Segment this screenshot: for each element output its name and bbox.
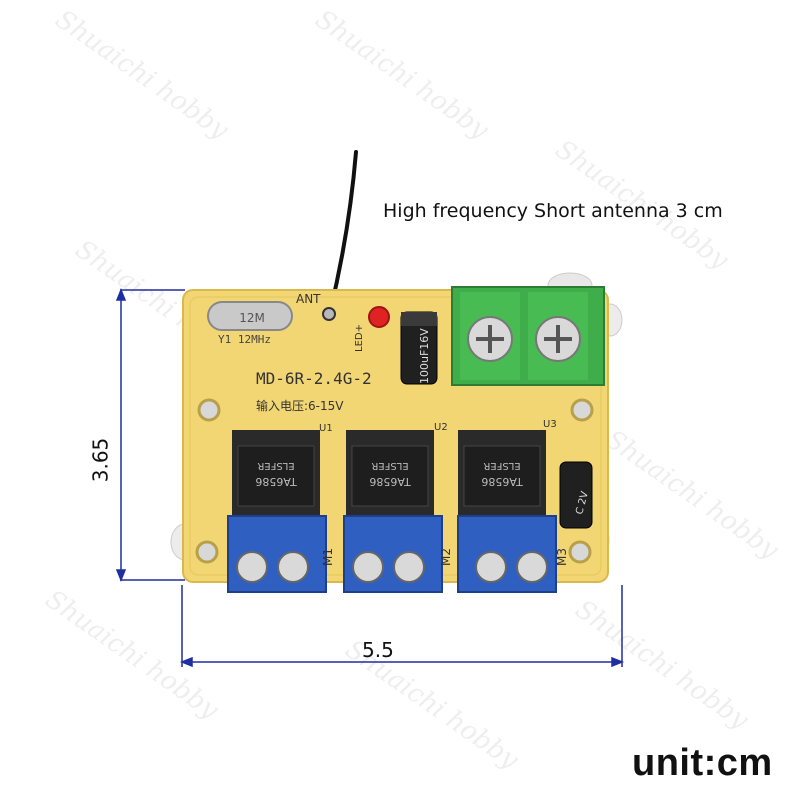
terminal-screw: [516, 551, 548, 583]
height-dimension-label: 3.65: [88, 437, 113, 483]
motor-label-m3: M3: [555, 548, 569, 566]
crystal-label: 12M: [239, 311, 265, 325]
terminal-screw: [393, 551, 425, 583]
small-capacitor: [559, 461, 593, 529]
antenna-caption: High frequency Short antenna 3 cm: [383, 200, 723, 222]
capacitor-label: 100uF16V: [418, 328, 431, 384]
antenna-wire: [328, 150, 358, 314]
vertical-dimension-line: [115, 287, 185, 583]
chip-label-u2: U2: [434, 422, 448, 433]
chip-marking-u3: TA6586: [481, 475, 523, 488]
crystal-frequency-label: Y1 12MHz: [218, 333, 271, 346]
terminal-screw: [475, 551, 507, 583]
chip-u1: [237, 445, 315, 507]
chip-lot-u3: ELSFER: [483, 460, 520, 471]
mounting-hole: [197, 398, 221, 422]
chip-u2: [351, 445, 429, 507]
chip-lot-u1: ELSFER: [257, 460, 294, 471]
chip-lot-u2: ELSFER: [371, 460, 408, 471]
motor-label-m1: M1: [321, 548, 335, 566]
mounting-hole: [570, 398, 594, 422]
antenna-pad: [322, 307, 336, 321]
mounting-hole: [195, 540, 219, 564]
chip-marking-u1: TA6586: [255, 475, 297, 488]
motor-label-m2: M2: [439, 548, 453, 566]
chip-label-u1: U1: [319, 423, 333, 434]
mounting-hole: [568, 540, 592, 564]
terminal-screw: [277, 551, 309, 583]
chip-u3: [463, 445, 541, 507]
chip-label-u3: U3: [543, 419, 557, 430]
terminal-screw: [352, 551, 384, 583]
width-dimension-label: 5.5: [362, 638, 394, 662]
red-led: [368, 306, 390, 328]
crystal-oscillator: [207, 301, 293, 331]
antenna-pad-label: ANT: [296, 292, 321, 306]
model-label: MD-6R-2.4G-2: [256, 369, 372, 388]
voltage-label: 输入电压:6-15V: [256, 398, 344, 413]
led-label: LED+: [354, 324, 365, 352]
unit-label: unit:cm: [632, 742, 773, 784]
chip-marking-u2: TA6586: [369, 475, 411, 488]
horizontal-dimension-line: [179, 585, 625, 668]
terminal-screw: [236, 551, 268, 583]
